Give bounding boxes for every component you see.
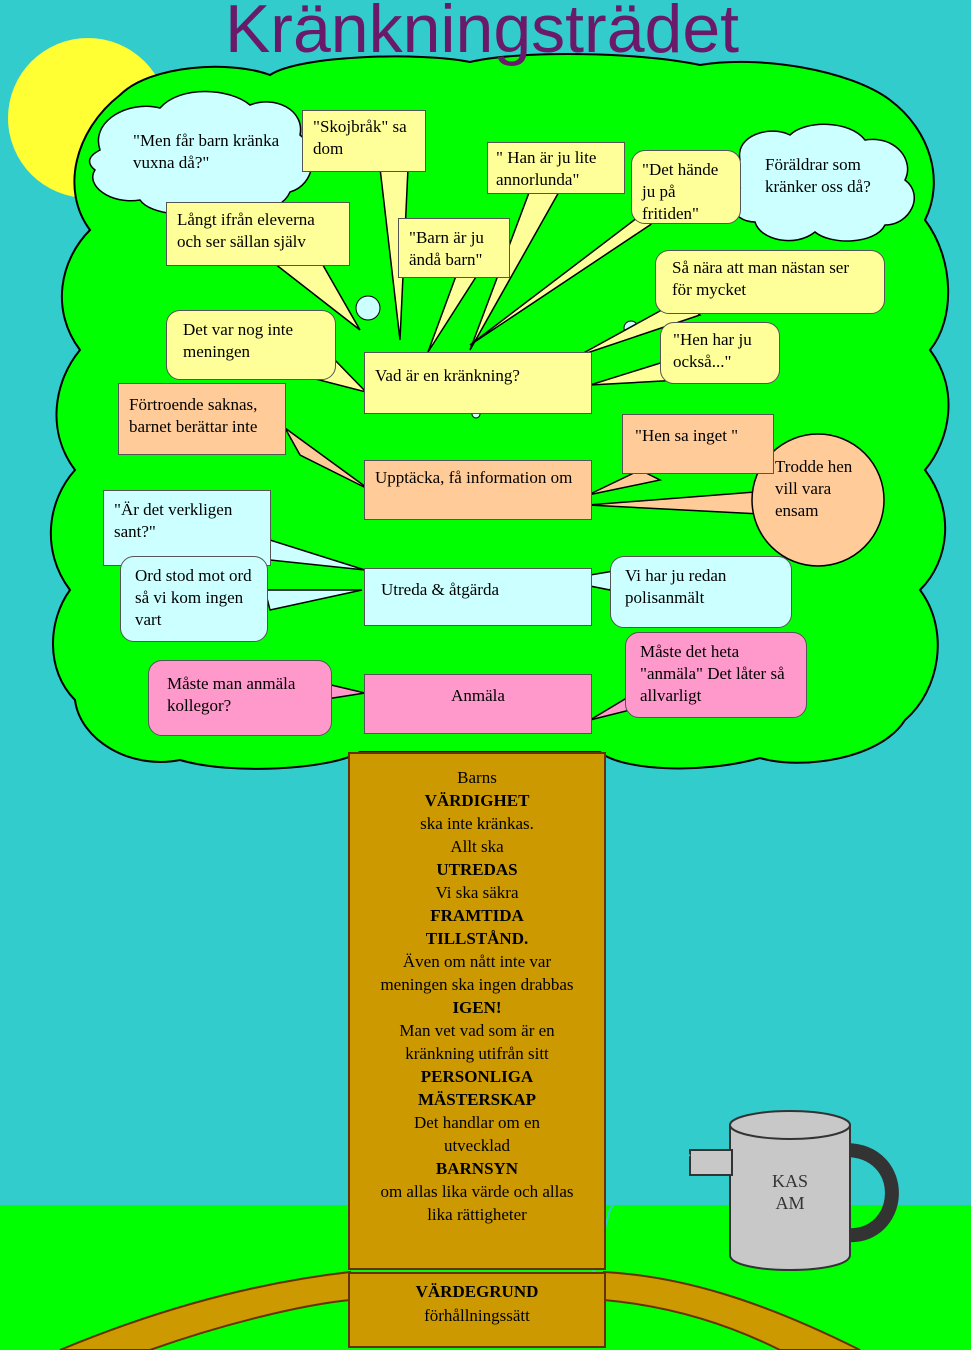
root-heading: VÄRDEGRUND bbox=[415, 1282, 539, 1301]
page-title: Kränkningsträdet bbox=[224, 0, 740, 67]
bubble-barn-ar-ju: "Barn är ju ändå barn" bbox=[398, 218, 510, 278]
bubble-polisanmalt: Vi har ju redan polisanmält bbox=[610, 556, 792, 628]
bubble-det-var-nog: Det var nog inte meningen bbox=[166, 310, 336, 380]
bubble-det-hande: "Det hände ju på fritiden" bbox=[631, 150, 741, 224]
root-line: förhållningssätt bbox=[424, 1306, 530, 1325]
trunk-heading: TILLSTÅND. bbox=[425, 929, 529, 948]
trunk-line: meningen ska ingen drabbas bbox=[380, 975, 574, 994]
trunk-heading: BARNSYN bbox=[435, 1159, 519, 1178]
trunk-heading: IGEN! bbox=[452, 998, 502, 1017]
trunk-heading: PERSONLIGA bbox=[420, 1067, 534, 1086]
bubble-hen-har-ju: "Hen har ju också..." bbox=[660, 322, 780, 384]
mug-body bbox=[729, 1124, 851, 1271]
trunk-heading: UTREDAS bbox=[436, 860, 518, 879]
trunk-line: Man vet vad som är en bbox=[399, 1021, 555, 1040]
bubble-hen-sa-inget: "Hen sa inget " bbox=[622, 414, 774, 474]
question-utreda: Utreda & åtgärda bbox=[364, 568, 592, 626]
trunk-heading: FRAMTIDA bbox=[430, 906, 524, 925]
bubble-sa-nara: Så nära att man nästan ser för mycket bbox=[655, 250, 885, 314]
bubble-fortroende: Förtroende saknas, barnet berättar inte bbox=[118, 383, 286, 455]
trunk-line: Barns bbox=[457, 768, 497, 787]
trunk-heading: VÄRDIGHET bbox=[424, 791, 530, 810]
bubble-skojbrak: "Skojbråk" sa dom bbox=[302, 110, 426, 172]
mug-label: KAS AM bbox=[771, 1171, 808, 1213]
tree-root-box: VÄRDEGRUND förhållningssätt bbox=[348, 1272, 606, 1348]
trunk-line: kränkning utifrån sitt bbox=[405, 1044, 549, 1063]
bubble-anmala-kollegor: Måste man anmäla kollegor? bbox=[148, 660, 332, 736]
bubble-ar-det-verkligen: "Är det verkligen sant?" bbox=[103, 490, 271, 566]
trunk-line: utvecklad bbox=[443, 1136, 511, 1155]
bubble-trodde-hen: Trodde hen vill vara ensam bbox=[775, 457, 853, 520]
bubble-trodde-hen-shape bbox=[751, 433, 885, 567]
tree-trunk: Barns VÄRDIGHET ska inte kränkas. Allt s… bbox=[348, 752, 606, 1270]
cloud-right-text: Föräldrar som kränker oss då? bbox=[765, 155, 871, 196]
trunk-line: ska inte kränkas. bbox=[420, 814, 534, 833]
trunk-line: lika rättigheter bbox=[427, 1205, 527, 1224]
cloud-left-text: "Men får barn kränka vuxna då?" bbox=[133, 131, 280, 172]
trunk-heading: MÄSTERSKAP bbox=[417, 1090, 537, 1109]
mug-handle bbox=[844, 1143, 899, 1243]
bubble-lite-annorlunda: " Han är ju lite annorlunda" bbox=[487, 142, 625, 194]
trunk-line: Det handlar om en bbox=[413, 1113, 541, 1132]
question-anmala: Anmäla bbox=[364, 674, 592, 734]
mug-rim bbox=[729, 1110, 851, 1140]
mug-spout bbox=[689, 1149, 733, 1176]
question-vad-ar-kranking: Vad är en kränkning? bbox=[364, 352, 592, 414]
cloud-left bbox=[88, 90, 314, 215]
bubble-ord-stod: Ord stod mot ord så vi kom ingen vart bbox=[120, 556, 268, 642]
trunk-line: Vi ska säkra bbox=[435, 883, 519, 902]
bubble-heta-anmala: Måste det heta "anmäla" Det låter så all… bbox=[625, 632, 807, 718]
question-upptacka: Upptäcka, få information om bbox=[364, 460, 592, 520]
trunk-line: Även om nått inte var bbox=[402, 952, 552, 971]
trunk-line: Allt ska bbox=[450, 837, 504, 856]
bubble-langt-ifran: Långt ifrån eleverna och ser sällan själ… bbox=[166, 202, 350, 266]
trunk-line: om allas lika värde och allas bbox=[380, 1182, 574, 1201]
